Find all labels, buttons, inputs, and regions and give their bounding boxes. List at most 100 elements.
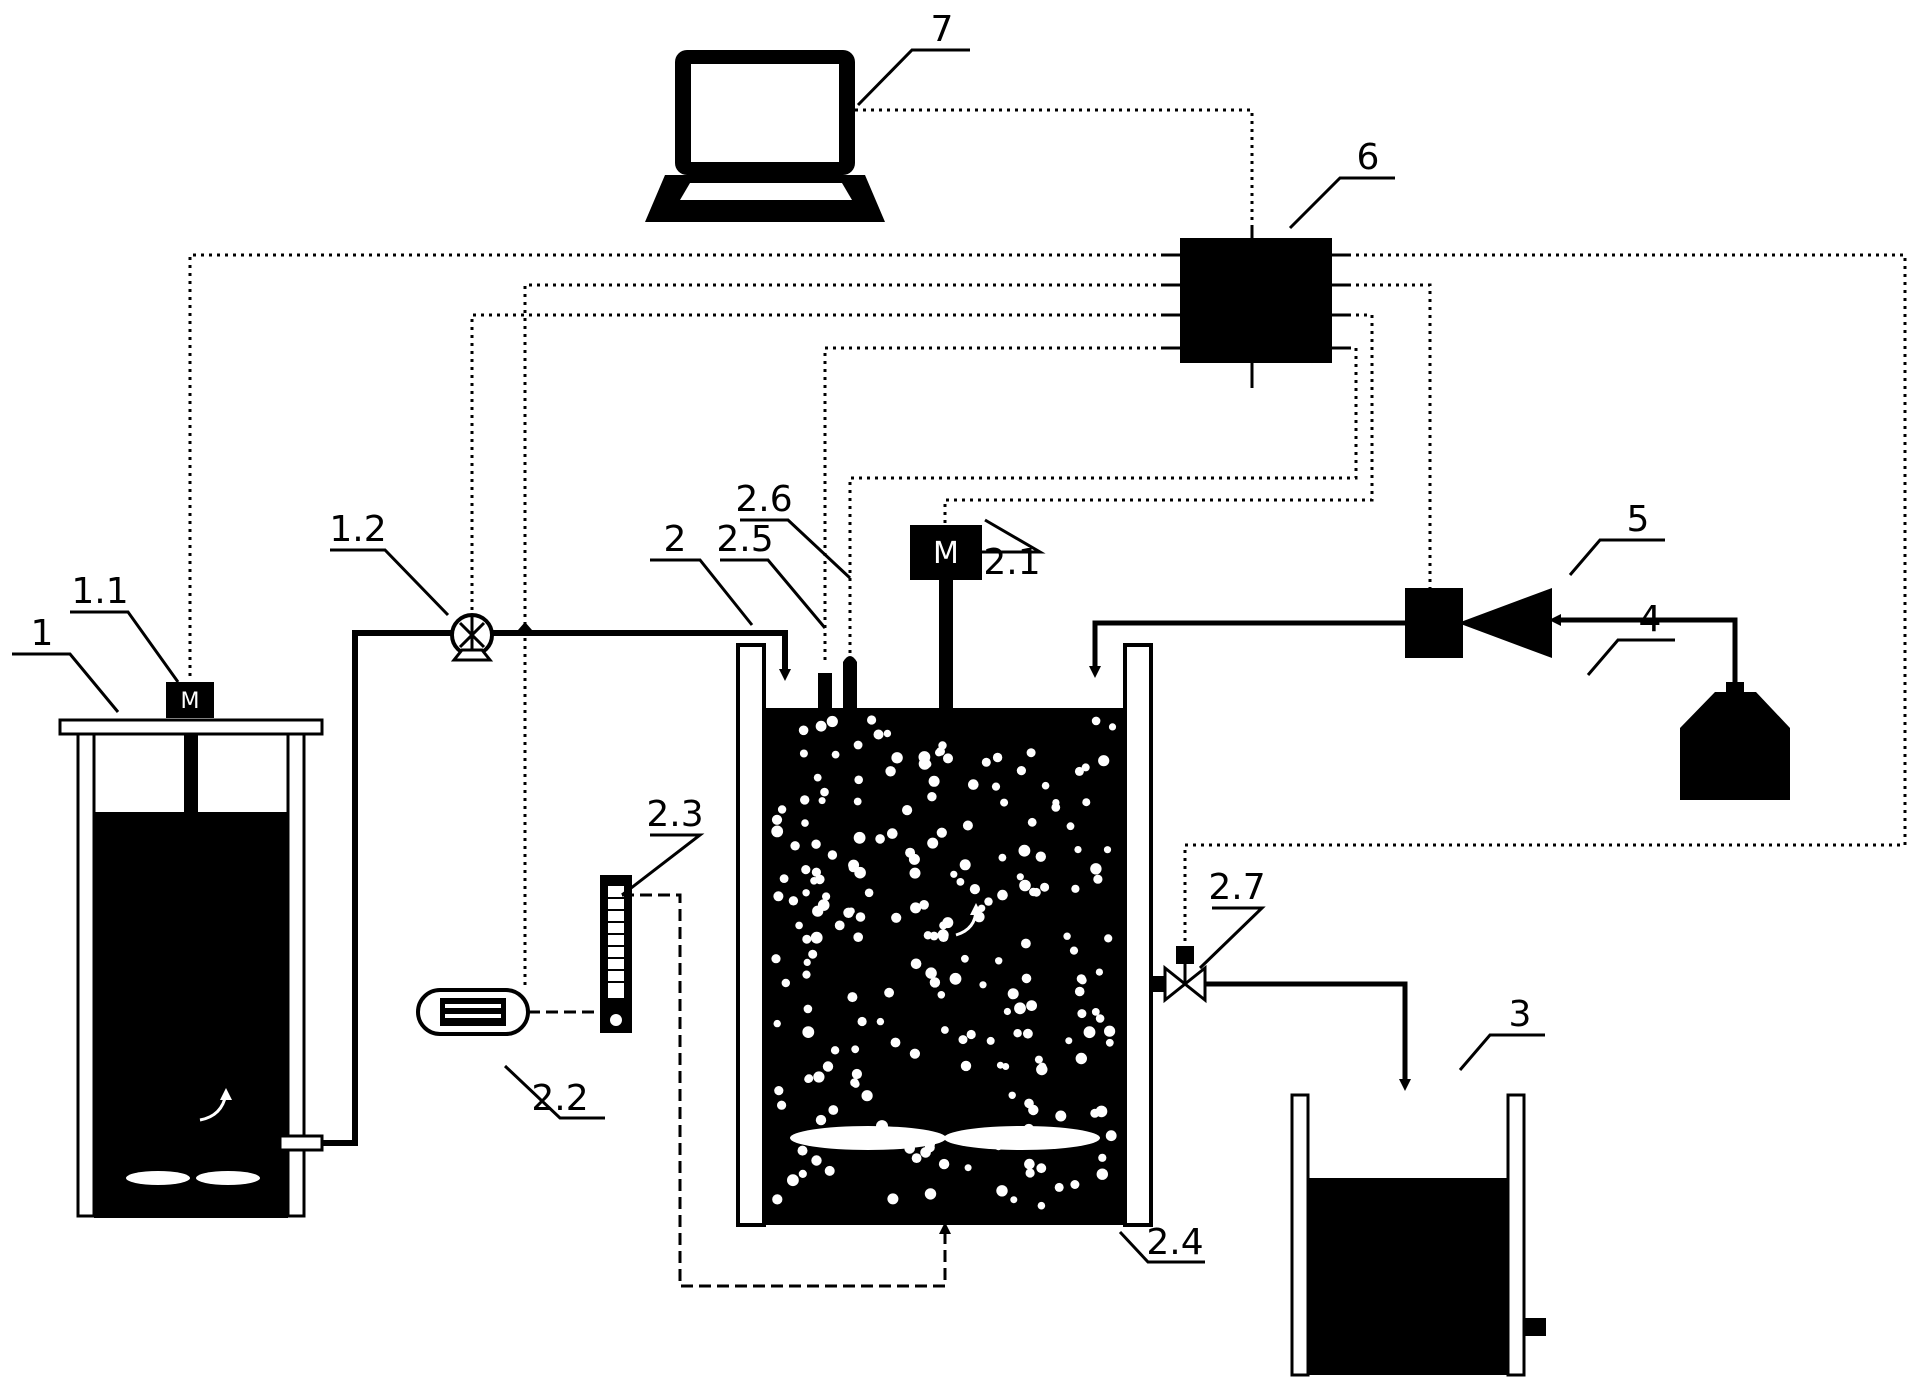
bubble [854, 866, 866, 879]
effluent-system [1163, 946, 1546, 1377]
air-line-2 [622, 893, 951, 1288]
bubble [936, 827, 947, 838]
label-2-6: 2.6 [735, 479, 792, 520]
bubble [822, 892, 831, 901]
bubble [905, 847, 916, 858]
bubble [795, 921, 803, 930]
bubble [808, 949, 818, 959]
bubble [937, 991, 946, 999]
bubble [803, 1004, 813, 1014]
bubble [1000, 798, 1009, 807]
valve-2-7 [1163, 964, 1188, 1004]
bubble [790, 841, 800, 851]
bubble [966, 1029, 976, 1040]
bubble [885, 766, 896, 777]
label-2-7: 2.7 [1208, 867, 1265, 908]
bubble [938, 1158, 950, 1170]
impeller-1-left [126, 1171, 190, 1185]
motor-1-1 [166, 682, 214, 718]
bubble [949, 972, 962, 985]
bubble [1014, 1002, 1026, 1015]
bubble [941, 1026, 949, 1034]
bubble [929, 931, 939, 941]
signal-line-probe-2-5 [823, 346, 1180, 660]
bubble [1063, 932, 1071, 940]
bubble [1021, 973, 1032, 984]
bubble [815, 720, 827, 732]
dosing-system [1089, 588, 1790, 800]
bubble [1007, 988, 1019, 1000]
label-7: 7 [931, 9, 954, 50]
bubble [1108, 723, 1117, 731]
bubble [887, 1193, 899, 1205]
reactor-left-wall [736, 643, 766, 1227]
bubble [1018, 844, 1031, 857]
bubble [998, 853, 1007, 862]
bubble [1016, 873, 1024, 881]
bubble [995, 957, 1003, 965]
bubble [1105, 1130, 1117, 1142]
bubble [883, 729, 892, 738]
reactor-outlet [1151, 976, 1165, 992]
reactor-body [764, 708, 1125, 1225]
bubble [981, 757, 991, 767]
bubble [811, 867, 822, 877]
bubble [773, 1019, 781, 1028]
bubble [1029, 887, 1038, 897]
label-4: 4 [1639, 599, 1662, 640]
bubble [909, 867, 921, 879]
effluent-line [1205, 981, 1411, 1091]
signal-line-blower [523, 283, 1180, 990]
motor-1-1-letter: M [181, 689, 200, 714]
bubble [935, 748, 943, 757]
bubble [984, 897, 993, 906]
bubble [1098, 755, 1110, 767]
bubble [861, 1090, 873, 1102]
bubble [802, 934, 812, 944]
bubble [847, 992, 858, 1003]
signal-line-dosing [1332, 283, 1432, 588]
label-6: 6 [1357, 137, 1380, 178]
tank-3-outlet [1524, 1318, 1546, 1336]
bubble [777, 805, 787, 814]
bubble [1078, 976, 1087, 985]
bubble [1065, 1037, 1073, 1045]
bubble [772, 1194, 783, 1205]
probe-2-6 [843, 656, 857, 711]
controller-box [1180, 238, 1332, 363]
bubble [925, 967, 937, 979]
bubble [927, 792, 937, 802]
bubble [891, 752, 903, 764]
bubble [1024, 1158, 1035, 1170]
bubble [850, 1078, 859, 1087]
bubble [1104, 934, 1113, 943]
bubble [997, 889, 1008, 901]
bubble [968, 779, 979, 790]
bubble [928, 775, 940, 787]
bubble [1096, 1168, 1109, 1180]
bubble [920, 1147, 931, 1158]
bubble [1091, 1008, 1100, 1016]
bubble [961, 954, 969, 963]
bubble [1054, 1182, 1064, 1192]
bubble [909, 1048, 921, 1059]
bubble [851, 1068, 863, 1080]
bubble [1028, 1104, 1039, 1116]
dosing-actuator [1405, 588, 1463, 658]
bubble [853, 797, 862, 806]
bubble [950, 870, 958, 878]
bubble [1023, 1028, 1033, 1039]
bubble [799, 749, 808, 758]
bubble [1090, 863, 1102, 875]
bubble [811, 1155, 822, 1166]
bubble [1021, 938, 1031, 949]
feed-tank: M [58, 682, 324, 1218]
bubble [960, 1060, 972, 1072]
bubble [938, 932, 949, 942]
bubble [943, 753, 953, 764]
bubble [958, 1035, 968, 1045]
bubble [1104, 1025, 1116, 1037]
impeller-1-right [196, 1171, 260, 1185]
bubble [962, 820, 973, 831]
